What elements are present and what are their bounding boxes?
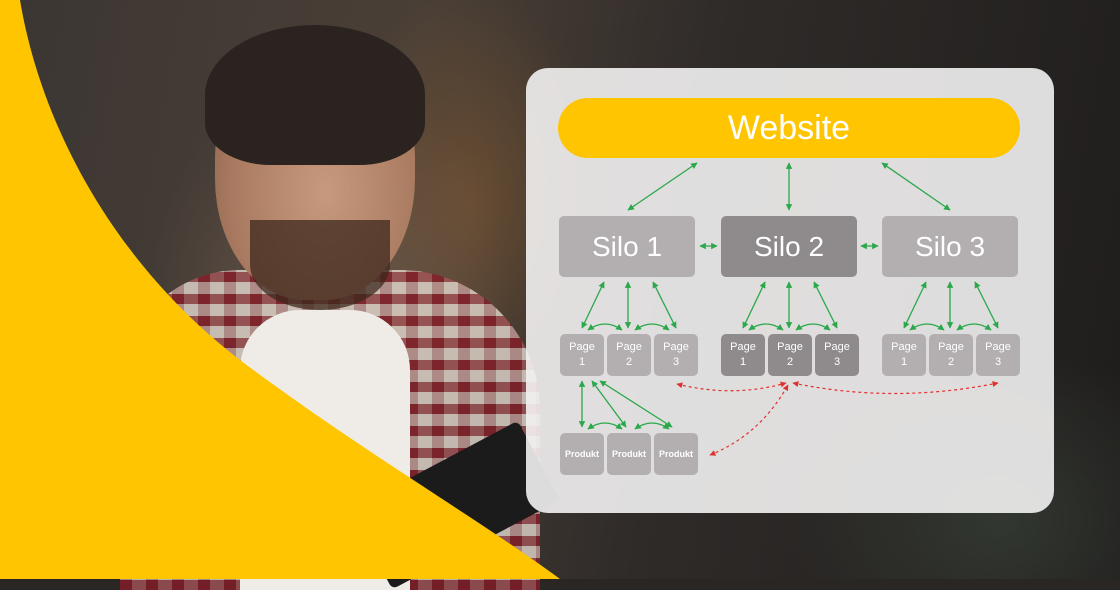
link-page1-product2 [591, 380, 627, 428]
silo-3-node: Silo 3 [882, 216, 1018, 277]
page-word: Page [569, 341, 595, 353]
hair [205, 25, 425, 165]
cross-link-product3-s2page2 [709, 384, 789, 456]
silo-3-page-2: Page 2 [929, 334, 973, 376]
page-number: 1 [578, 356, 586, 368]
link-s2-page2-page3 [795, 323, 831, 331]
page-number: 3 [672, 356, 680, 368]
page-word: Page [824, 341, 850, 353]
silo-2-page-2: Page 2 [768, 334, 812, 376]
silo-2-node: Silo 2 [721, 216, 857, 277]
product-label: Produkt [658, 449, 693, 459]
link-s2-page1-page2 [748, 323, 784, 331]
product-label: Produkt [611, 449, 646, 459]
beard [250, 220, 390, 310]
page-number: 2 [625, 356, 633, 368]
cross-link-s2page2-s3page3 [792, 381, 999, 395]
product-1: Produkt [560, 433, 604, 475]
silo-2-page-3: Page 3 [815, 334, 859, 376]
product-label: Produkt [564, 449, 599, 459]
link-website-silo3 [881, 162, 951, 211]
link-website-silo1 [627, 162, 698, 211]
silo-2-page-1: Page 1 [721, 334, 765, 376]
page-word: Page [891, 341, 917, 353]
website-node: Website [558, 98, 1020, 158]
silo-1-page-1: Page 1 [560, 334, 604, 376]
link-s3-page2-page3 [956, 323, 992, 331]
product-3: Produkt [654, 433, 698, 475]
silo-1-page-2: Page 2 [607, 334, 651, 376]
silo-1-page-3: Page 3 [654, 334, 698, 376]
page-word: Page [616, 341, 642, 353]
link-s3-page1-page2 [909, 323, 945, 331]
page-number: 1 [900, 356, 908, 368]
link-page1-product3 [599, 380, 673, 428]
page-word: Page [985, 341, 1011, 353]
silo-1-node: Silo 1 [559, 216, 695, 277]
link-s1-page2-page3 [634, 323, 670, 331]
silo-3-label: Silo 3 [914, 230, 986, 262]
link-product1-product2 [587, 422, 623, 430]
page-number: 2 [786, 356, 794, 368]
page-number: 3 [994, 356, 1002, 368]
page-word: Page [663, 341, 689, 353]
link-s1-page1-page2 [587, 323, 623, 331]
website-label: Website [727, 108, 851, 147]
link-silo3-page1 [903, 281, 927, 329]
silo-3-page-1: Page 1 [882, 334, 926, 376]
link-product2-product3 [634, 422, 670, 430]
link-silo1-page1 [581, 281, 605, 329]
silo-1-label: Silo 1 [591, 230, 663, 262]
page-word: Page [730, 341, 756, 353]
page-word: Page [938, 341, 964, 353]
page-number: 2 [947, 356, 955, 368]
link-silo2-page3 [813, 281, 838, 329]
page-number: 3 [833, 356, 841, 368]
link-silo1-page3 [652, 281, 677, 329]
product-2: Produkt [607, 433, 651, 475]
silo-2-label: Silo 2 [753, 230, 825, 262]
page-number: 1 [739, 356, 747, 368]
link-silo2-page1 [742, 281, 766, 329]
page-word: Page [777, 341, 803, 353]
link-silo3-page3 [974, 281, 999, 329]
silo-3-page-3: Page 3 [976, 334, 1020, 376]
cross-link-s1page3-s2page2 [676, 381, 787, 392]
